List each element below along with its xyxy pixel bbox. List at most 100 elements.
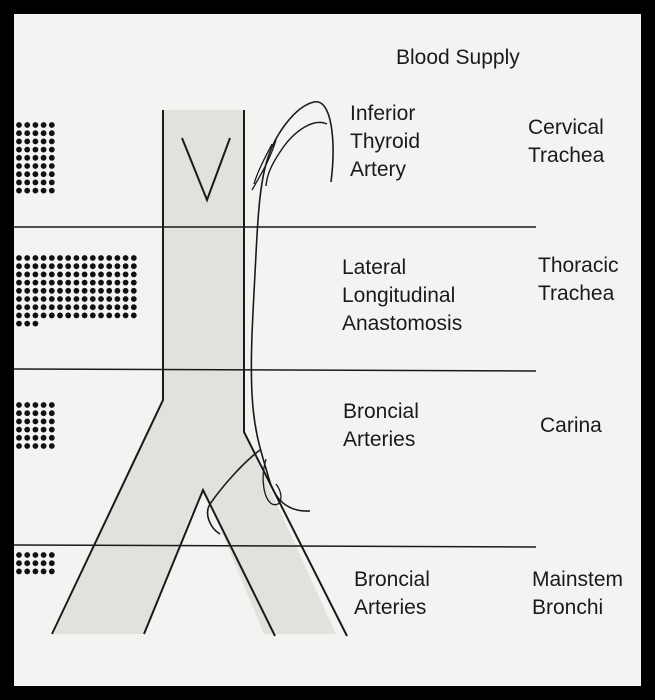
density-dot <box>24 280 30 286</box>
density-dot <box>65 313 71 319</box>
density-dot <box>33 560 39 566</box>
density-dot <box>57 263 63 269</box>
density-dot <box>74 296 80 302</box>
density-dot <box>16 188 22 194</box>
density-dot <box>24 313 30 319</box>
density-dot <box>57 280 63 286</box>
density-dot <box>98 272 104 278</box>
density-dot <box>33 263 39 269</box>
artery-label-line: Arteries <box>343 426 419 454</box>
density-dot <box>33 255 39 261</box>
density-dot <box>65 263 71 269</box>
density-dot <box>33 188 39 194</box>
diagram-frame: Blood Supply Inferior Thyroid Artery Cer… <box>14 14 641 686</box>
density-dot <box>115 313 121 319</box>
artery-vessel-inner <box>266 122 327 186</box>
density-dot <box>16 163 22 169</box>
density-dot <box>49 569 55 575</box>
density-dot <box>24 171 30 177</box>
density-dot <box>49 263 55 269</box>
density-dot <box>115 288 121 294</box>
density-dot <box>65 288 71 294</box>
density-dot <box>98 280 104 286</box>
density-dot <box>65 296 71 302</box>
density-dot <box>82 272 88 278</box>
density-dot <box>16 147 22 153</box>
density-dot <box>24 435 30 441</box>
density-dot <box>49 419 55 425</box>
density-dot <box>33 171 39 177</box>
density-dot <box>33 139 39 145</box>
density-dot <box>33 272 39 278</box>
density-dot <box>24 188 30 194</box>
density-dot <box>33 147 39 153</box>
density-dot <box>131 304 137 310</box>
density-dot <box>131 288 137 294</box>
density-dot <box>65 304 71 310</box>
density-dot <box>16 402 22 408</box>
density-dot <box>33 304 39 310</box>
density-dot <box>33 443 39 449</box>
density-dot <box>57 255 63 261</box>
density-dot <box>106 255 112 261</box>
density-dot <box>57 288 63 294</box>
density-dot <box>24 402 30 408</box>
density-dot <box>41 304 47 310</box>
diagram-title: Blood Supply <box>396 44 520 72</box>
density-dot <box>41 188 47 194</box>
density-dot <box>106 288 112 294</box>
density-dot <box>24 272 30 278</box>
density-dot <box>98 313 104 319</box>
density-dot <box>49 171 55 177</box>
density-dot <box>123 263 129 269</box>
artery-vessel <box>251 102 333 511</box>
artery-label-lateral-longitudinal: Lateral Longitudinal Anastomosis <box>342 254 462 338</box>
density-dot <box>24 155 30 161</box>
density-dot <box>33 296 39 302</box>
divider-line-2 <box>14 369 536 371</box>
density-dot <box>41 130 47 136</box>
artery-label-inferior-thyroid: Inferior Thyroid Artery <box>350 100 420 184</box>
density-dot <box>98 288 104 294</box>
density-dot <box>65 255 71 261</box>
density-dot <box>16 321 22 327</box>
density-dot <box>41 569 47 575</box>
density-dot <box>106 304 112 310</box>
density-dot <box>16 569 22 575</box>
density-dot <box>41 443 47 449</box>
density-dot <box>49 560 55 566</box>
region-label-line: Trachea <box>538 280 619 308</box>
artery-label-line: Longitudinal <box>342 282 462 310</box>
density-dot <box>106 272 112 278</box>
density-dot <box>24 552 30 558</box>
density-dot <box>98 304 104 310</box>
density-dot <box>16 288 22 294</box>
density-dot <box>41 147 47 153</box>
density-dot <box>49 280 55 286</box>
density-dot <box>16 552 22 558</box>
density-dot <box>33 552 39 558</box>
density-dot <box>16 427 22 433</box>
region-label-line: Cervical <box>528 114 604 142</box>
density-dot <box>65 272 71 278</box>
density-dot <box>106 280 112 286</box>
density-dot <box>49 163 55 169</box>
density-dot <box>16 272 22 278</box>
density-dot <box>33 402 39 408</box>
density-dot <box>106 313 112 319</box>
density-dot <box>41 435 47 441</box>
density-dot <box>33 410 39 416</box>
density-dot <box>41 410 47 416</box>
density-dot <box>16 139 22 145</box>
density-dot <box>33 163 39 169</box>
artery-label-broncial-lower: Broncial Arteries <box>354 566 430 622</box>
density-dot <box>33 313 39 319</box>
density-dot <box>90 263 96 269</box>
density-dot <box>49 435 55 441</box>
density-dot <box>90 304 96 310</box>
density-dot <box>74 304 80 310</box>
density-dot <box>90 255 96 261</box>
density-dot <box>33 435 39 441</box>
density-dot <box>106 263 112 269</box>
density-dot <box>24 427 30 433</box>
